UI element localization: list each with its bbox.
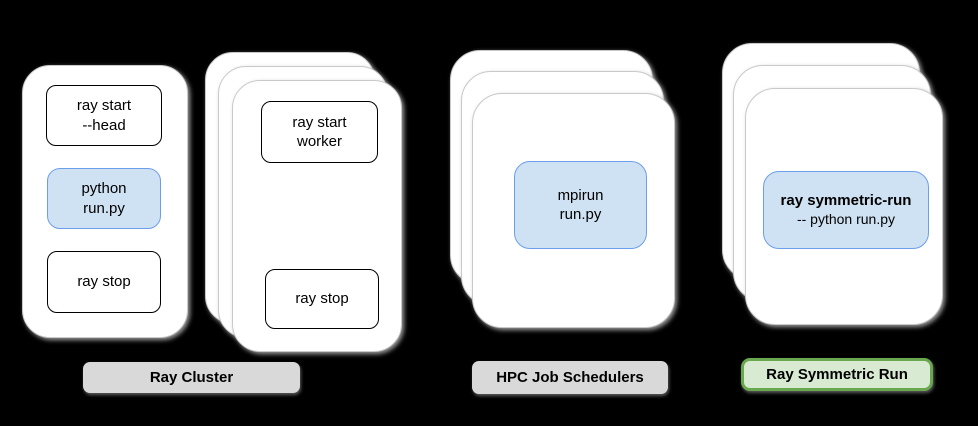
hpc-job-schedulers-label: HPC Job Schedulers	[472, 361, 668, 394]
ray-symmetric-run-line1: ray symmetric-run	[780, 192, 912, 210]
worker-card-front: ray start worker ray stop	[232, 80, 402, 352]
ray-stop-box-head: ray stop	[47, 251, 161, 313]
ray-symmetric-run-line2: -- python run.py	[796, 210, 896, 227]
ray-stop-label: ray stop	[77, 273, 131, 291]
ray-symmetric-run-box: ray symmetric-run -- python run.py	[763, 171, 929, 249]
head-node-card: ray start --head python run.py ray stop	[22, 65, 188, 338]
ray-start-head-line2: --head	[82, 116, 126, 134]
symmetric-card-front: ray symmetric-run -- python run.py	[745, 88, 943, 325]
hpc-jobs-stack: mpirun run.py	[450, 50, 678, 330]
ray-cluster-label: Ray Cluster	[83, 362, 300, 393]
hpc-card-front: mpirun run.py	[472, 93, 675, 328]
ray-start-head-box: ray start --head	[46, 85, 162, 146]
ray-stop-box-worker: ray stop	[265, 269, 379, 329]
ray-symmetric-run-label: Ray Symmetric Run	[741, 358, 933, 391]
python-run-line2: run.py	[83, 199, 125, 217]
ray-start-worker-line2: worker	[296, 133, 342, 150]
ray-start-worker-line1: ray start	[292, 113, 347, 131]
worker-nodes-stack: ray start worker ray stop	[205, 52, 405, 354]
symmetric-run-stack: ray symmetric-run -- python run.py	[722, 43, 946, 327]
ray-start-worker-box: ray start worker	[261, 101, 378, 163]
mpirun-line2: run.py	[559, 206, 602, 223]
ray-start-head-line1: ray start	[76, 97, 132, 115]
mpirun-box: mpirun run.py	[514, 161, 647, 249]
mpirun-line1: mpirun	[557, 186, 604, 204]
ray-stop-label: ray stop	[295, 290, 349, 308]
python-run-box: python run.py	[47, 168, 161, 229]
python-run-line1: python	[81, 180, 127, 198]
